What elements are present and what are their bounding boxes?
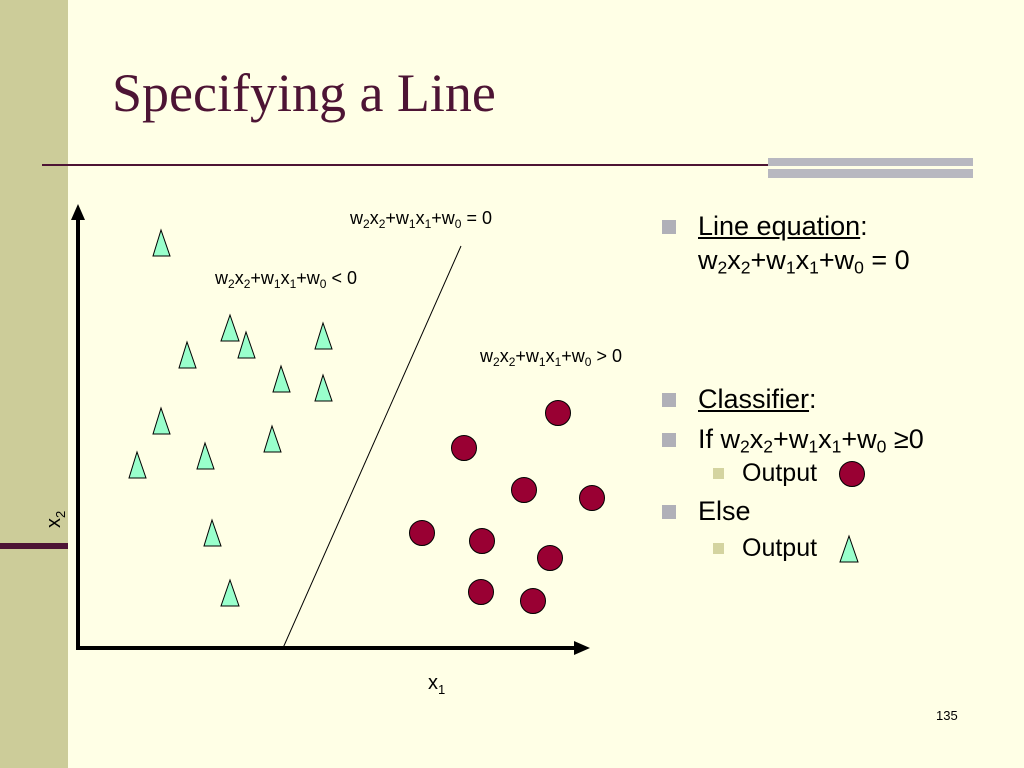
triangle-point (263, 424, 282, 453)
green-triangle-icon (839, 534, 859, 563)
x-axis-label: x1 (428, 672, 445, 697)
left-decor-band (0, 0, 68, 768)
circle-point (537, 545, 563, 571)
equation-label-positive: w2x2+w1x1+w0 > 0 (479, 346, 622, 369)
circle-point (520, 588, 546, 614)
circle-point (451, 435, 477, 461)
triangle-point (152, 406, 171, 435)
triangle-point (196, 441, 215, 470)
y-axis-label: x2 (43, 511, 68, 528)
triangle-point (178, 340, 197, 369)
triangle-point (314, 373, 333, 402)
circle-point (409, 520, 435, 546)
bullet-else: Else (660, 495, 1010, 529)
triangle-point (152, 228, 171, 257)
circle-point (545, 400, 571, 426)
sub-bullet-square-icon (713, 468, 724, 480)
triangle-point (220, 313, 240, 342)
if-expr: If w2x2+w1x1+w0 ≥0 (698, 423, 924, 457)
bullet-square-icon (662, 393, 676, 408)
sub-bullet-square-icon (713, 543, 724, 555)
triangle-point (203, 518, 222, 547)
triangle-point (128, 450, 147, 479)
circle-point (468, 579, 494, 605)
bullet-square-icon (662, 432, 676, 447)
red-circle-icon (839, 461, 866, 488)
bullet-square-icon (662, 220, 676, 234)
slide-number: 135 (936, 708, 958, 723)
positive-class-points (409, 400, 605, 614)
line-equation-expr: w2x2+w1x1+w0 = 0 (698, 244, 910, 278)
title-rule (42, 164, 973, 166)
circle-point (469, 528, 495, 554)
triangle-point (314, 321, 333, 350)
triangle-point (237, 330, 256, 359)
bullet-if: If w2x2+w1x1+w0 ≥0 (660, 423, 1010, 458)
bullet-output-1: Output (660, 458, 1010, 489)
bullet-list: Line equation: w2x2+w1x1+w0 = 0 Classifi… (660, 210, 1010, 564)
circle-point (579, 485, 605, 511)
equation-label-zero: w2x2+w1x1+w0 = 0 (349, 208, 492, 231)
bullet-output-2: Output (660, 533, 1010, 564)
title-accent-stripe (768, 166, 973, 169)
bullet-square-icon (662, 505, 676, 520)
bullet-line-equation: Line equation: w2x2+w1x1+w0 = 0 (660, 210, 1010, 279)
triangle-point (220, 578, 240, 607)
decision-boundary-line (282, 245, 462, 649)
equation-label-negative: w2x2+w1x1+w0 < 0 (214, 268, 357, 291)
negative-class-points (128, 228, 333, 607)
circle-point (511, 477, 537, 503)
classifier-label: Classifier (698, 384, 810, 415)
y-axis-arrow-icon (71, 204, 85, 220)
line-equation-label: Line equation (698, 211, 861, 241)
x-axis-arrow-icon (574, 641, 590, 655)
left-decor-accent (0, 543, 68, 549)
bullet-classifier: Classifier: (660, 383, 1010, 417)
slide-title: Specifying a Line (112, 63, 496, 123)
triangle-point (272, 364, 291, 393)
